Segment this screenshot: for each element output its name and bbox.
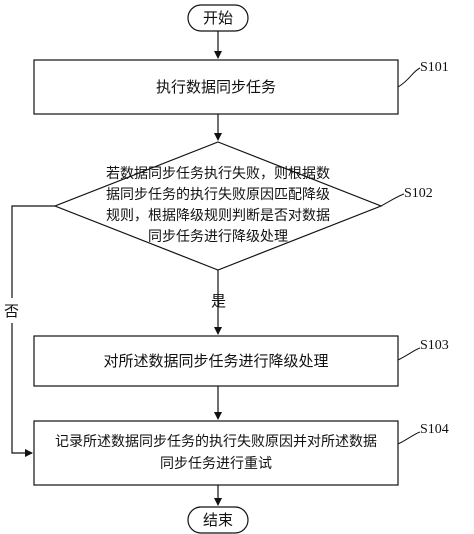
s104-line-1: 记录所述数据同步任务的执行失败原因并对所述数据 (55, 434, 377, 450)
s104-code: S104 (420, 422, 449, 437)
end-terminator (187, 506, 249, 534)
s102-line-4: 同步任务进行降级处理 (148, 229, 288, 245)
process-box-s104 (33, 420, 399, 486)
s103-text: 对所述数据同步任务进行降级处理 (103, 352, 329, 370)
s102-line-2: 据同步任务的执行失败原因匹配降级 (106, 187, 330, 203)
arrow-no-to-s104 (11, 205, 55, 457)
process-box-s103 (33, 335, 399, 387)
s103-code: S103 (420, 338, 449, 353)
start-label: 开始 (202, 9, 233, 27)
leader-s103 (397, 347, 421, 361)
s102-line-3: 规则，根据降级规则判断是否对数据 (106, 208, 330, 224)
leader-s104 (397, 431, 421, 445)
leader-s102 (380, 193, 405, 207)
s104-line-2: 同步任务进行重试 (160, 456, 272, 472)
process-box-s101 (33, 59, 399, 115)
yes-label: 是 (211, 292, 227, 310)
s101-code: S101 (420, 60, 449, 75)
end-label: 结束 (202, 511, 233, 529)
leader-s101 (397, 67, 421, 88)
s102-text: 若数据同步任务执行失败，则根据数 据同步任务的执行失败原因匹配降级 规则，根据降… (78, 160, 358, 252)
no-label: 否 (4, 298, 20, 323)
s102-line-1: 若数据同步任务执行失败，则根据数 (106, 166, 330, 182)
s104-text: 记录所述数据同步任务的执行失败原因并对所述数据 同步任务进行重试 (34, 421, 398, 485)
s102-code: S102 (404, 186, 433, 201)
s101-text: 执行数据同步任务 (155, 78, 276, 96)
